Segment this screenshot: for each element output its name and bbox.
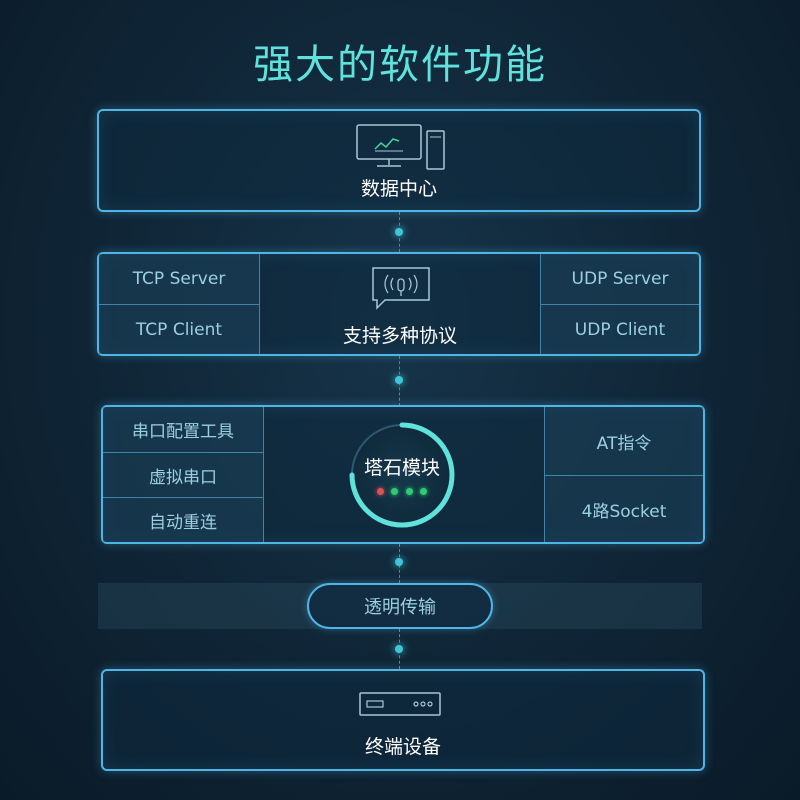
protocol-tcp-server: TCP Server (99, 254, 259, 304)
protocols-label: 支持多种协议 (342, 324, 457, 347)
module-panel: 串口配置工具 虚拟串口 自动重连 塔石模块 AT指令 4路Socket (101, 405, 705, 544)
divider (540, 254, 541, 354)
divider (544, 407, 545, 542)
computer-monitor-icon (356, 124, 445, 170)
connector-node (395, 558, 403, 566)
wireless-chat-icon (372, 267, 430, 310)
protocol-tcp-client: TCP Client (99, 305, 259, 354)
module-label: 塔石模块 (363, 456, 440, 479)
terminal-device-panel: 终端设备 (101, 669, 705, 771)
divider (263, 407, 264, 542)
protocol-udp-client: UDP Client (541, 305, 699, 354)
protocol-udp-server: UDP Server (541, 254, 699, 304)
page-title: 强大的软件功能 (253, 42, 547, 88)
transparent-transmission-pill: 透明传输 (307, 583, 493, 629)
device-box-icon (359, 692, 441, 716)
divider (259, 254, 260, 354)
feature-at-command: AT指令 (545, 407, 703, 475)
connector-node (395, 645, 403, 653)
feature-virtual-serial: 虚拟串口 (103, 453, 263, 497)
terminal-device-label: 终端设备 (364, 735, 441, 758)
feature-4-socket: 4路Socket (545, 476, 703, 542)
data-center-panel: 数据中心 (97, 109, 701, 212)
status-indicators (377, 488, 427, 496)
indicator-dot (419, 488, 427, 495)
indicator-dot (405, 488, 413, 495)
data-center-label: 数据中心 (360, 177, 437, 200)
divider (103, 497, 263, 498)
module-ring (349, 422, 455, 528)
divider (103, 452, 263, 453)
connector-node (395, 228, 403, 236)
connector-node (395, 376, 403, 384)
divider (99, 304, 259, 305)
divider (545, 475, 703, 476)
feature-serial-config: 串口配置工具 (103, 407, 263, 452)
protocols-panel: TCP Server TCP Client 支持多种协议 UDP Server … (97, 252, 701, 356)
feature-auto-reconnect: 自动重连 (103, 498, 263, 542)
divider (541, 304, 699, 305)
indicator-dot (391, 488, 399, 495)
indicator-dot (377, 488, 384, 495)
